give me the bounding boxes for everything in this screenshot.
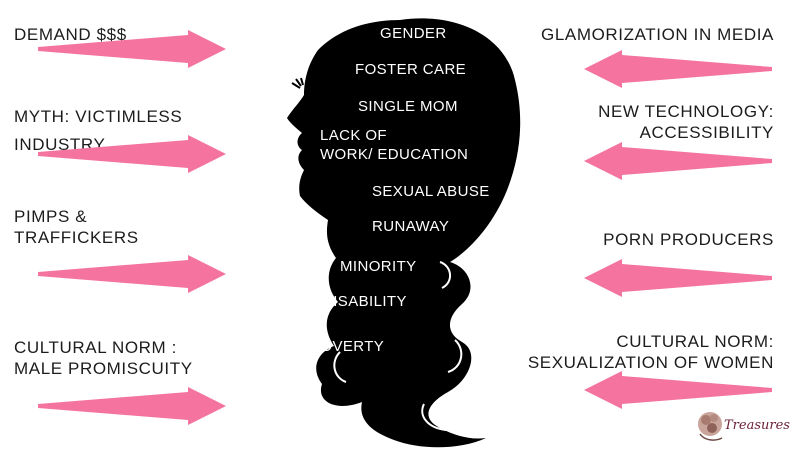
left-factor-pimps: PIMPS & TRAFFICKERS — [14, 206, 139, 248]
arrow-right-icon — [38, 387, 226, 425]
right-factor-cultural-norm: CULTURAL NORM: SEXUALIZATION OF WOMEN — [528, 331, 774, 373]
logo-text: Treasures — [724, 418, 790, 433]
factor-text: DEMAND $$$ — [14, 25, 127, 44]
factor-text: PIMPS & — [14, 207, 88, 226]
factor-text: SEXUALIZATION OF WOMEN — [527, 353, 774, 372]
silhouette-shape — [287, 18, 521, 448]
factor-text: ACCESSIBILITY — [639, 123, 774, 142]
vulnerability-text: FOSTER CARE — [355, 61, 467, 78]
factor-text: CULTURAL NORM : — [14, 338, 177, 357]
factor-text: PORN PRODUCERS — [603, 230, 774, 249]
hair-curl — [439, 261, 451, 289]
hair-curl — [333, 351, 347, 383]
vulnerability-gender: GENDER — [380, 24, 447, 43]
right-factor-porn-producers: PORN PRODUCERS — [603, 229, 774, 250]
vulnerability-text: MINORITY — [340, 258, 417, 275]
hair-curl — [421, 403, 447, 431]
vulnerability-text: DISABILITY — [322, 293, 407, 310]
arrow-right-icon — [38, 255, 226, 293]
left-factor-demand: DEMAND $$$ — [14, 24, 127, 45]
arrow-right-icon — [38, 30, 226, 68]
vulnerability-sexual-abuse: SEXUAL ABUSE — [372, 182, 490, 201]
vulnerability-disability: DISABILITY — [322, 292, 407, 311]
vulnerability-text: GENDER — [380, 25, 447, 42]
vulnerability-text: RUNAWAY — [372, 218, 450, 235]
factor-text: GLAMORIZATION IN MEDIA — [541, 25, 774, 44]
vulnerability-minority: MINORITY — [340, 257, 417, 276]
vulnerability-text: LACK OF — [320, 127, 387, 144]
flower-emblem-icon — [698, 412, 723, 441]
vulnerability-runaway: RUNAWAY — [372, 217, 449, 236]
factor-text: TRAFFICKERS — [14, 228, 139, 247]
vulnerability-text: WORK/ EDUCATION — [320, 146, 469, 163]
arrow-left-icon — [584, 371, 772, 409]
arrow-left-icon — [584, 259, 772, 297]
vulnerability-text: SEXUAL ABUSE — [372, 183, 490, 200]
vulnerability-lack-of-work-education: LACK OF WORK/ EDUCATION — [320, 126, 468, 164]
vulnerability-single-mom: SINGLE MOM — [358, 97, 458, 116]
factor-text: CULTURAL NORM: — [616, 332, 774, 351]
right-factor-new-technology: NEW TECHNOLOGY: ACCESSIBILITY — [598, 101, 774, 143]
eyelash-mark — [291, 77, 304, 89]
vulnerability-text: SINGLE MOM — [358, 98, 458, 115]
vulnerability-foster-care: FOSTER CARE — [355, 60, 466, 79]
vulnerability-poverty: POVERTY — [310, 337, 384, 356]
factor-text: MALE PROMISCUITY — [14, 359, 193, 378]
hair-curl — [447, 339, 463, 373]
arrow-left-icon — [584, 50, 772, 88]
left-factor-cultural-norm: CULTURAL NORM : MALE PROMISCUITY — [14, 337, 193, 379]
arrow-left-icon — [584, 142, 772, 180]
factor-text: NEW TECHNOLOGY: — [598, 102, 774, 121]
arrow-right-icon — [38, 135, 226, 173]
vulnerability-text: POVERTY — [310, 338, 385, 355]
right-factor-glamorization: GLAMORIZATION IN MEDIA — [541, 24, 774, 45]
factor-text: MYTH: VICTIMLESS — [14, 107, 183, 126]
